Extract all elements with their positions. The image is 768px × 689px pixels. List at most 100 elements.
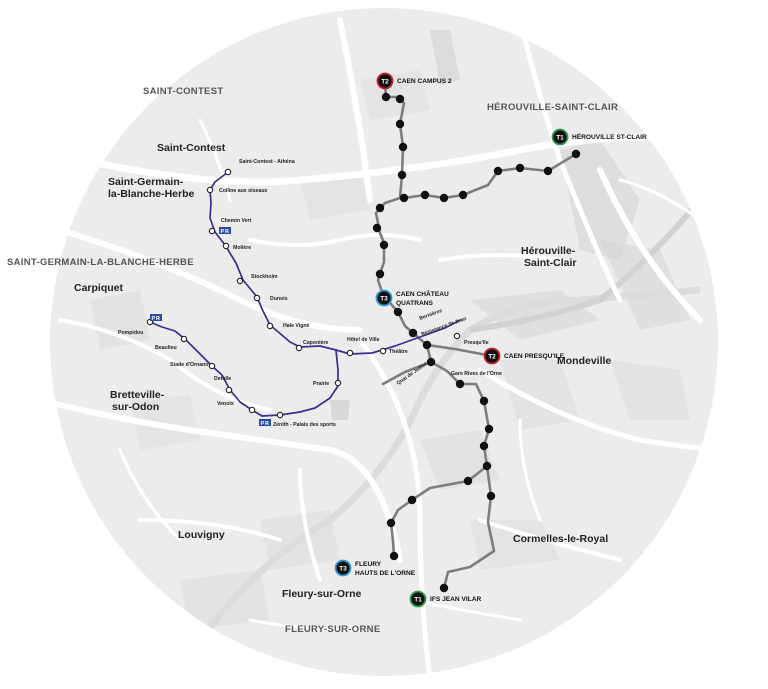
- stop-label-hotel-de-ville: Hôtel de Ville: [347, 337, 380, 343]
- stop-dot[interactable]: [407, 495, 417, 505]
- stop-moliere[interactable]: [222, 242, 230, 250]
- stop-presquile[interactable]: [453, 332, 461, 340]
- stop-dot[interactable]: [515, 163, 525, 173]
- town-label-saint-germain: la-Blanche-Herbe: [108, 188, 195, 200]
- terminus-name: HAUTS DE L'ORNE: [355, 570, 416, 577]
- stop-label-dunois: Dunois: [270, 296, 288, 302]
- town-label-louvigny: Louvigny: [178, 529, 225, 541]
- stop-dot[interactable]: [375, 269, 385, 279]
- town-label-saint-germain: Saint-Germain-: [108, 176, 184, 188]
- stop-detolle[interactable]: [225, 386, 233, 394]
- svg-text:P: P: [152, 316, 156, 322]
- terminus-t1-herouville[interactable]: T1 HÉROUVILLE ST-CLAIR: [551, 128, 647, 146]
- stop-dot[interactable]: [455, 379, 465, 389]
- stop-label-detolle: Detolle: [214, 376, 231, 382]
- badge-label: T2: [488, 353, 496, 360]
- badge-label: T1: [556, 134, 564, 141]
- stop-zenith[interactable]: [276, 411, 284, 419]
- stop-dot[interactable]: [386, 518, 396, 528]
- stop-dot[interactable]: [458, 190, 468, 200]
- stop-hotel-de-ville[interactable]: [346, 349, 354, 357]
- stop-dot[interactable]: [571, 149, 581, 159]
- stop-dot[interactable]: [486, 491, 496, 501]
- town-label-carpiquet: Carpiquet: [74, 282, 124, 294]
- stop-beaulieu[interactable]: [180, 335, 188, 343]
- stop-dot[interactable]: [375, 203, 385, 213]
- terminus-name: HÉROUVILLE ST-CLAIR: [572, 132, 647, 141]
- stop-dot[interactable]: [543, 166, 553, 176]
- svg-text:R: R: [225, 229, 229, 235]
- stop-dot[interactable]: [420, 190, 430, 200]
- stop-dot[interactable]: [493, 166, 503, 176]
- town-label-bretteville: sur-Odon: [112, 401, 159, 413]
- terminus-name: CAEN CHÂTEAU: [396, 289, 449, 298]
- line-t3-south: [389, 464, 489, 558]
- base-map: [50, 17, 718, 676]
- stop-stockholm[interactable]: [236, 277, 244, 285]
- town-label-cormelles: Cormelles-le-Royal: [513, 533, 608, 545]
- stop-dot[interactable]: [399, 193, 409, 203]
- stop-haie-vigne[interactable]: [266, 322, 274, 330]
- stop-dot[interactable]: [422, 340, 432, 350]
- line-t1-north: [402, 152, 578, 200]
- stop-caponiere[interactable]: [295, 344, 303, 352]
- stop-label-haie-vigne: Haie Vigné: [283, 323, 310, 329]
- stop-stade-dornano[interactable]: [208, 362, 216, 370]
- stop-label-stockholm: Stockholm: [251, 274, 278, 280]
- stop-dot[interactable]: [381, 92, 391, 102]
- terminus-name: CAEN PRESQU'ILE: [504, 353, 565, 360]
- stop-dot[interactable]: [393, 307, 403, 317]
- badge-label: T1: [414, 596, 422, 603]
- stop-dot[interactable]: [395, 94, 405, 104]
- stop-saint-contest-athena[interactable]: [224, 168, 232, 176]
- svg-text:P: P: [221, 229, 225, 235]
- terminus-t1-ifs[interactable]: T1 IFS JEAN VILAR: [409, 590, 482, 608]
- line-spur-west: [381, 360, 433, 386]
- stop-dot[interactable]: [395, 119, 405, 129]
- t1-badge-icon: [409, 590, 427, 608]
- terminus-name: IFS JEAN VILAR: [430, 596, 482, 603]
- terminus-t2-presquile[interactable]: T2 CAEN PRESQU'ILE: [483, 347, 565, 365]
- stop-venoix[interactable]: [248, 406, 256, 414]
- stop-dot[interactable]: [484, 424, 494, 434]
- svg-text:R: R: [265, 421, 269, 427]
- stop-dot[interactable]: [398, 142, 408, 152]
- area-label-saint-germain: SAINT-GERMAIN-LA-BLANCHE-HERBE: [7, 257, 194, 268]
- area-label-saint-contest: SAINT-CONTEST: [143, 86, 223, 97]
- stop-dot[interactable]: [389, 551, 399, 561]
- stop-label-presquile: Presqu'île: [464, 340, 489, 346]
- stop-label-venoix: Venoix: [217, 401, 234, 407]
- terminus-t3-fleury[interactable]: T3 FLEURY HAUTS DE L'ORNE: [334, 559, 416, 578]
- stop-dot[interactable]: [408, 328, 418, 338]
- stop-prairie[interactable]: [334, 379, 342, 387]
- area-labels: SAINT-CONTEST HÉROUVILLE-SAINT-CLAIR SAI…: [7, 86, 618, 635]
- stop-dot[interactable]: [439, 193, 449, 203]
- terminus-t2-campus[interactable]: T2 CAEN CAMPUS 2: [376, 72, 452, 90]
- stop-theatre[interactable]: [379, 347, 387, 355]
- blue-line-stops: [146, 168, 461, 419]
- svg-text:P: P: [261, 421, 265, 427]
- terminus-t3-chateau[interactable]: T3 CAEN CHÂTEAU QUATRANS: [375, 289, 449, 307]
- terminus-name: CAEN CAMPUS 2: [397, 78, 452, 85]
- stop-label-moliere: Molière: [233, 245, 251, 251]
- stop-chemin-vert[interactable]: [208, 227, 216, 235]
- stop-dot[interactable]: [439, 583, 449, 593]
- stop-dot[interactable]: [372, 223, 382, 233]
- t3-badge-icon: [334, 559, 352, 577]
- stop-dot[interactable]: [379, 240, 389, 250]
- stop-dot[interactable]: [463, 476, 473, 486]
- stop-dot[interactable]: [479, 441, 489, 451]
- stop-dot[interactable]: [479, 396, 489, 406]
- stop-label-chemin-vert: Chemin Vert: [221, 218, 252, 224]
- stop-dot[interactable]: [426, 357, 436, 367]
- stop-colline-aux-oiseaux[interactable]: [206, 186, 214, 194]
- stop-label-colline-aux-oiseaux: Colline aux oiseaux: [219, 188, 268, 194]
- stop-dot[interactable]: [397, 170, 407, 180]
- stop-dot[interactable]: [482, 461, 492, 471]
- t1-badge-icon: [551, 128, 569, 146]
- stop-dunois[interactable]: [253, 294, 261, 302]
